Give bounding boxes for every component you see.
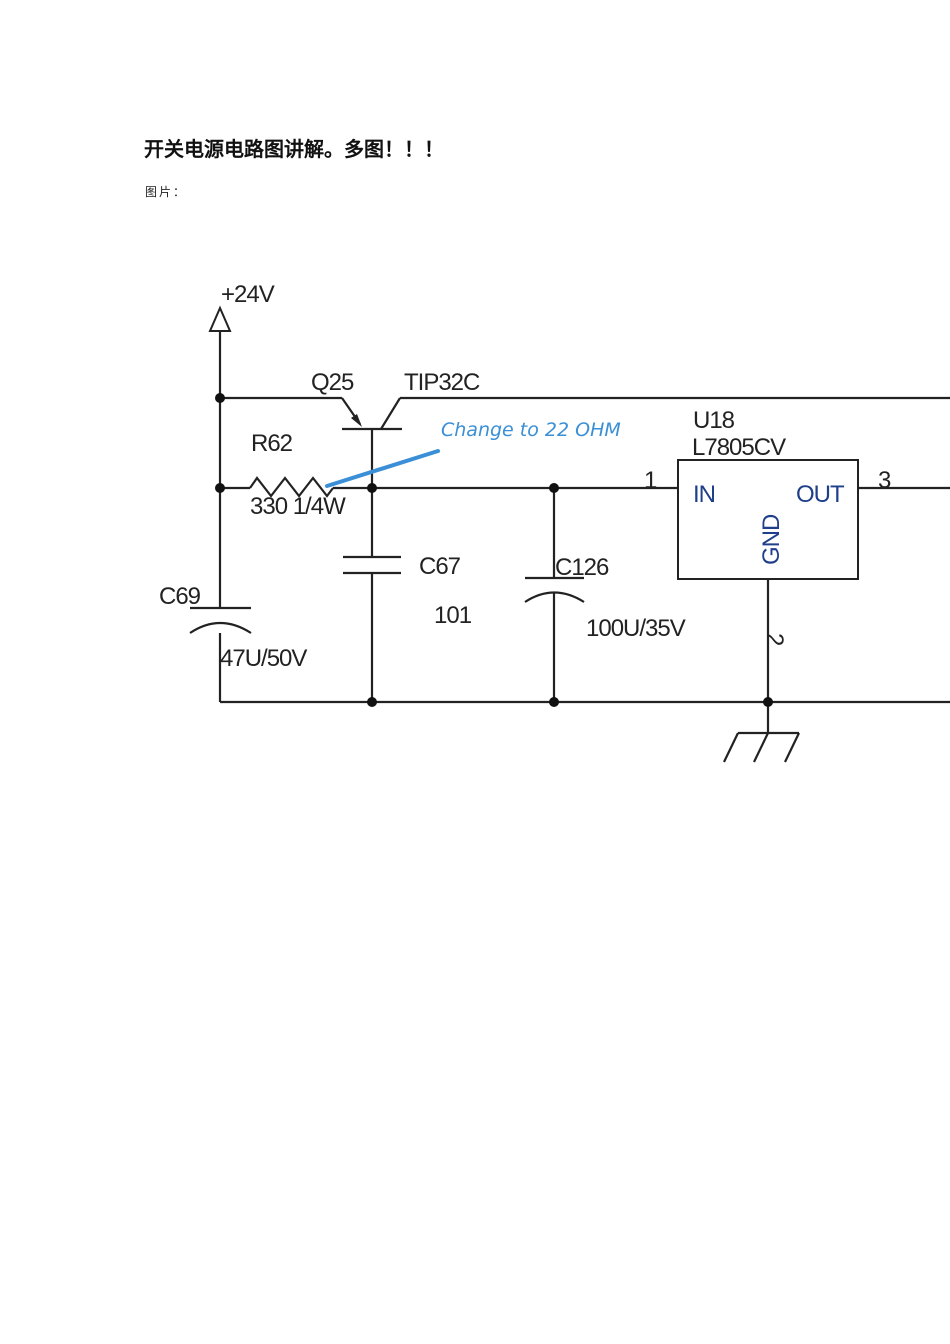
document-title: 开关电源电路图讲解。多图！！！ [144, 137, 444, 161]
capacitor-c69-value: 47U/50V [220, 645, 307, 672]
capacitor-c67-value: 101 [434, 602, 472, 629]
capacitor-c69-ref: C69 [159, 583, 201, 610]
capacitor-c126-value: 100U/35V [586, 615, 686, 642]
supply-symbol [208, 305, 232, 398]
regulator-u18 [677, 459, 859, 580]
regulator-pin-out-number: 3 [878, 467, 891, 494]
transistor-part: TIP32C [404, 369, 480, 396]
annotation-arrow [325, 449, 440, 488]
junction-dot [367, 697, 377, 707]
ground-symbol [723, 702, 800, 763]
transistor-q25 [341, 397, 402, 488]
junction-dot [215, 393, 225, 403]
transistor-ref: Q25 [311, 369, 354, 396]
junction-dot [763, 697, 773, 707]
regulator-in-label: IN [693, 481, 715, 508]
resistor-ref: R62 [251, 430, 293, 457]
junction-dot [215, 483, 225, 493]
annotation-note: Change to 22 OHM [441, 419, 621, 441]
supply-label: +24V [221, 281, 275, 308]
resistor-r62 [249, 476, 334, 498]
resistor-value: 330 1/4W [250, 493, 346, 520]
capacitor-c67-ref: C67 [419, 553, 461, 580]
regulator-part: L7805CV [692, 434, 786, 461]
junction-dot [549, 483, 559, 493]
regulator-pin-gnd-number: 2 [761, 633, 788, 646]
regulator-ref: U18 [693, 407, 735, 434]
image-caption: 图片： [145, 185, 188, 199]
junction-dot [549, 697, 559, 707]
capacitor-c126-ref: C126 [555, 554, 609, 581]
junction-dot [367, 483, 377, 493]
regulator-pin-in-number: 1 [644, 467, 657, 494]
capacitor-c69 [189, 606, 252, 634]
regulator-gnd-label: GND [758, 514, 785, 565]
capacitor-c67 [343, 555, 401, 575]
regulator-out-label: OUT [796, 481, 845, 508]
